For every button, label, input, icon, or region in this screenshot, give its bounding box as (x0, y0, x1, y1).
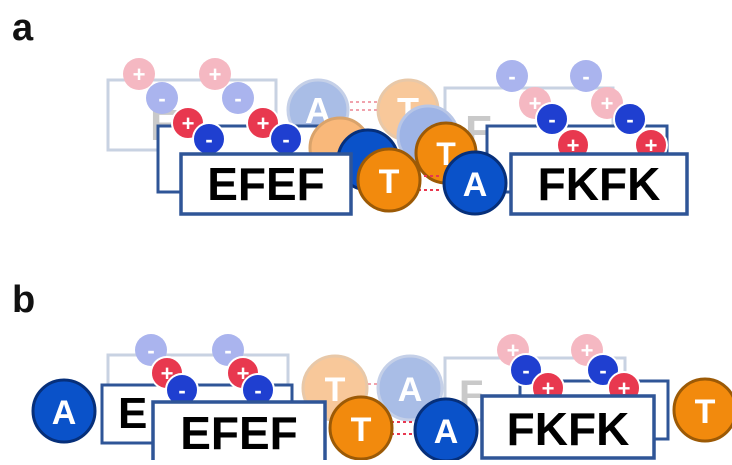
efef-label-b: EFEF (180, 407, 298, 459)
fkfk-label-b: FKFK (507, 403, 630, 455)
svg-text:-: - (626, 107, 633, 132)
svg-text:-: - (158, 86, 165, 111)
svg-text:+: + (581, 338, 594, 363)
svg-text:-: - (254, 378, 261, 403)
thymine-base-a (356, 147, 422, 213)
svg-text:T: T (695, 393, 716, 431)
svg-text:T: T (379, 163, 400, 201)
svg-text:-: - (599, 358, 606, 383)
panel-a: a E F + + + + - - - - A T (12, 7, 689, 216)
panel-b-label: b (12, 279, 35, 321)
svg-text:-: - (282, 127, 289, 152)
svg-text:-: - (224, 338, 231, 363)
base-pair-a: T A (356, 147, 508, 216)
panel-a-label: a (12, 7, 34, 49)
svg-text:+: + (182, 111, 195, 136)
panel-b: b F - - + + T A E + + - - - (12, 279, 732, 464)
efef-mid-text-b: E (118, 389, 147, 438)
svg-text:-: - (508, 64, 515, 89)
base-pair-b: T A (328, 395, 479, 463)
adenine-base-left-b (31, 378, 97, 444)
svg-text:+: + (209, 62, 222, 87)
svg-text:-: - (147, 338, 154, 363)
faded-minus-charges-a: - - - - (146, 60, 602, 114)
fkfk-box-front-b (480, 394, 656, 460)
svg-text:+: + (133, 62, 146, 87)
minus-charges-a: - - - - (192, 102, 647, 156)
fkfk-box-front (509, 152, 689, 216)
svg-text:-: - (178, 378, 185, 403)
svg-text:A: A (463, 166, 488, 204)
adenine-base-a (442, 150, 508, 216)
svg-text:-: - (205, 127, 212, 152)
svg-text:A: A (398, 371, 423, 409)
svg-text:T: T (351, 411, 372, 449)
svg-text:-: - (548, 107, 555, 132)
fkfk-label-a: FKFK (538, 158, 661, 210)
svg-text:+: + (567, 133, 580, 158)
efef-box-front-b (151, 400, 327, 464)
svg-text:-: - (582, 64, 589, 89)
thymine-base-right-b (672, 377, 732, 443)
thymine-base-b (328, 395, 394, 461)
svg-text:T: T (325, 371, 346, 409)
svg-text:-: - (522, 358, 529, 383)
efef-label-a: EFEF (207, 158, 325, 210)
charges-b: + + - - - - + + (150, 353, 641, 407)
mid-bases-a: T (308, 104, 478, 192)
svg-text:-: - (234, 86, 241, 111)
svg-text:+: + (601, 91, 614, 116)
svg-text:A: A (434, 413, 459, 451)
svg-text:+: + (257, 111, 270, 136)
svg-text:+: + (645, 133, 658, 158)
efef-box-front (179, 152, 353, 216)
svg-text:A: A (52, 394, 77, 432)
